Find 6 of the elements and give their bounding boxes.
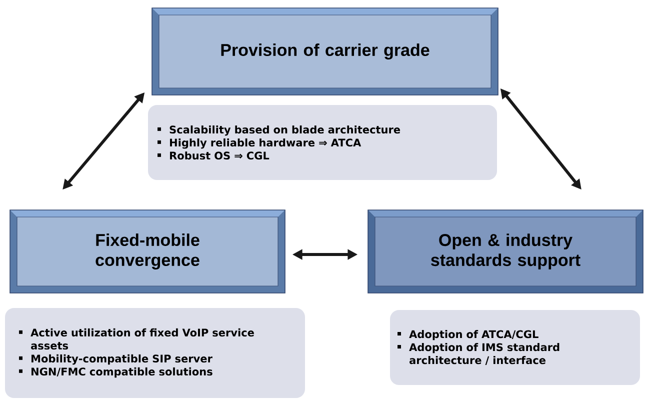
bevel-box: Fixed-mobile convergence [10, 210, 286, 294]
bullet-card: Scalability based on blade architecture Highly reliable hardware ⇒ ATCA Robust OS ⇒ CGL [148, 105, 497, 180]
bevel-box: Provision of carrier grade [152, 8, 498, 96]
bevel-box: Open & industry standards support [368, 210, 644, 294]
bullet-card: Active utilization of fixed VoIP service assets Mobility-compatible SIP server NGN/FMC compatible solutions [5, 308, 305, 398]
bullet-card: Adoption of ATCA/CGL Adoption of IMS standard architecture / interface [390, 310, 640, 385]
